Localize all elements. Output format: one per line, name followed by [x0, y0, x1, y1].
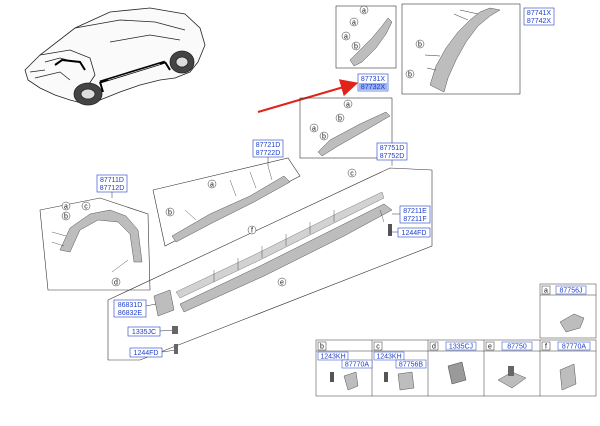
legend-c-screw-icon — [384, 372, 388, 382]
svg-text:87732X: 87732X — [361, 84, 385, 91]
svg-text:86832E: 86832E — [118, 310, 142, 317]
callout-a-dg-2: a — [312, 126, 316, 133]
part-code-86831D[interactable]: 86831D 86832E — [113, 299, 147, 318]
legend-a: a 87756J — [541, 285, 587, 333]
callout-f-ss: f — [251, 228, 253, 235]
part-code-1244FD-right[interactable]: 1244FD — [397, 227, 431, 238]
svg-text:a: a — [544, 288, 548, 295]
car-illustration — [24, 7, 206, 106]
legend-f: f 87770A — [541, 341, 591, 391]
svg-text:87742X: 87742X — [527, 18, 551, 25]
front-fender-inset: a c b d — [39, 197, 151, 291]
legend-grid — [315, 283, 597, 397]
svg-text:1244FD: 1244FD — [134, 350, 159, 357]
svg-text:1243KH: 1243KH — [320, 354, 345, 361]
front-garnish-inset: a b — [152, 157, 301, 247]
legend-d-clip-icon — [447, 361, 467, 385]
svg-text:86831D: 86831D — [118, 302, 143, 309]
callout-e-ss: e — [280, 280, 284, 287]
callout-a-dg: a — [346, 102, 350, 109]
legend-c: c 1243KH 87756B — [373, 341, 427, 391]
screw-icon — [174, 344, 178, 354]
part-code-1335JC[interactable]: 1335JC — [127, 326, 161, 337]
legend-e-clip-icon — [497, 371, 527, 389]
part-code-87711D[interactable]: 87711D 87712D — [96, 174, 128, 193]
part-code-87751D[interactable]: 87751D 87752D — [376, 142, 408, 161]
top-center-inset: a a a b — [335, 5, 397, 69]
svg-text:87752D: 87752D — [380, 153, 405, 160]
legend-f-code[interactable] — [557, 341, 591, 351]
door-garnish-inset: a a b b — [299, 97, 393, 159]
svg-text:87751D: 87751D — [380, 145, 405, 152]
callout-b: b — [354, 44, 358, 51]
svg-text:f: f — [545, 344, 547, 351]
svg-text:1335CJ: 1335CJ — [449, 344, 473, 351]
svg-text:1244FD: 1244FD — [402, 230, 427, 237]
legend-a-part-icon — [559, 313, 585, 333]
callout-b-dg-2: b — [338, 116, 342, 123]
svg-text:d: d — [432, 344, 436, 351]
callout-a-circle — [359, 5, 369, 15]
callout-a-3: a — [344, 34, 348, 41]
svg-text:87711D: 87711D — [100, 177, 124, 184]
svg-text:87722D: 87722D — [256, 150, 281, 157]
svg-text:1335JC: 1335JC — [132, 329, 156, 336]
part-code-1244FD-left[interactable]: 1244FD — [129, 347, 163, 358]
svg-text:87211E: 87211E — [403, 208, 427, 215]
svg-text:87770A: 87770A — [562, 344, 586, 351]
callout-c-ff: c — [84, 204, 88, 211]
callout-b-ff: b — [64, 214, 68, 221]
svg-text:87756J: 87756J — [560, 288, 583, 295]
callout-b-dg: b — [322, 134, 326, 141]
legend-d: d 1335CJ — [429, 341, 477, 385]
svg-text:87721D: 87721D — [256, 142, 281, 149]
svg-text:87731X: 87731X — [361, 76, 385, 83]
svg-text:87756B: 87756B — [399, 362, 423, 369]
mud-guard — [153, 289, 175, 317]
part-code-87211E[interactable]: 87211E 87211F — [399, 205, 431, 224]
svg-text:87211F: 87211F — [403, 216, 426, 223]
legend-a-code[interactable] — [555, 285, 587, 295]
legend-f-clip-icon — [559, 363, 577, 391]
legend-c-code-1[interactable] — [373, 351, 405, 361]
svg-text:87770A: 87770A — [345, 362, 369, 369]
clip-icon — [172, 326, 178, 334]
legend-b-code-2[interactable] — [341, 359, 373, 369]
callout-b-tr: b — [408, 72, 412, 79]
callout-b-tr-2: b — [418, 42, 422, 49]
svg-text:1243KH: 1243KH — [376, 354, 401, 361]
svg-text:c: c — [376, 344, 380, 351]
svg-text:87712D: 87712D — [100, 185, 125, 192]
callout-a: a — [362, 8, 366, 15]
legend-b-screw-icon — [330, 372, 334, 382]
svg-text:87741X: 87741X — [527, 10, 551, 17]
legend-b: b 1243KH 87770A — [317, 341, 373, 391]
callout-c-ss: c — [350, 171, 354, 178]
legend-b-code-1[interactable] — [317, 351, 349, 361]
part-code-87731X[interactable]: 87731X 87732X — [357, 73, 389, 92]
legend-c-code-2[interactable] — [395, 359, 427, 369]
callout-d-ff: d — [114, 280, 118, 287]
legend-e: e 87750 — [485, 341, 533, 389]
top-right-inset: b b — [401, 3, 521, 95]
part-code-87721D[interactable]: 87721D 87722D — [252, 139, 284, 158]
svg-text:e: e — [488, 344, 492, 351]
legend-d-code[interactable] — [445, 341, 477, 351]
callout-b-fg: b — [168, 210, 172, 217]
part-code-87741X[interactable]: 87741X 87742X — [523, 7, 555, 26]
svg-text:b: b — [320, 344, 324, 351]
side-sill-inset: c f e — [107, 167, 433, 361]
callout-a-fg: a — [210, 182, 214, 189]
callout-a-ff: a — [64, 204, 68, 211]
legend-e-code[interactable] — [501, 341, 533, 351]
callout-a-2: a — [352, 20, 356, 27]
svg-text:87750: 87750 — [507, 344, 527, 351]
